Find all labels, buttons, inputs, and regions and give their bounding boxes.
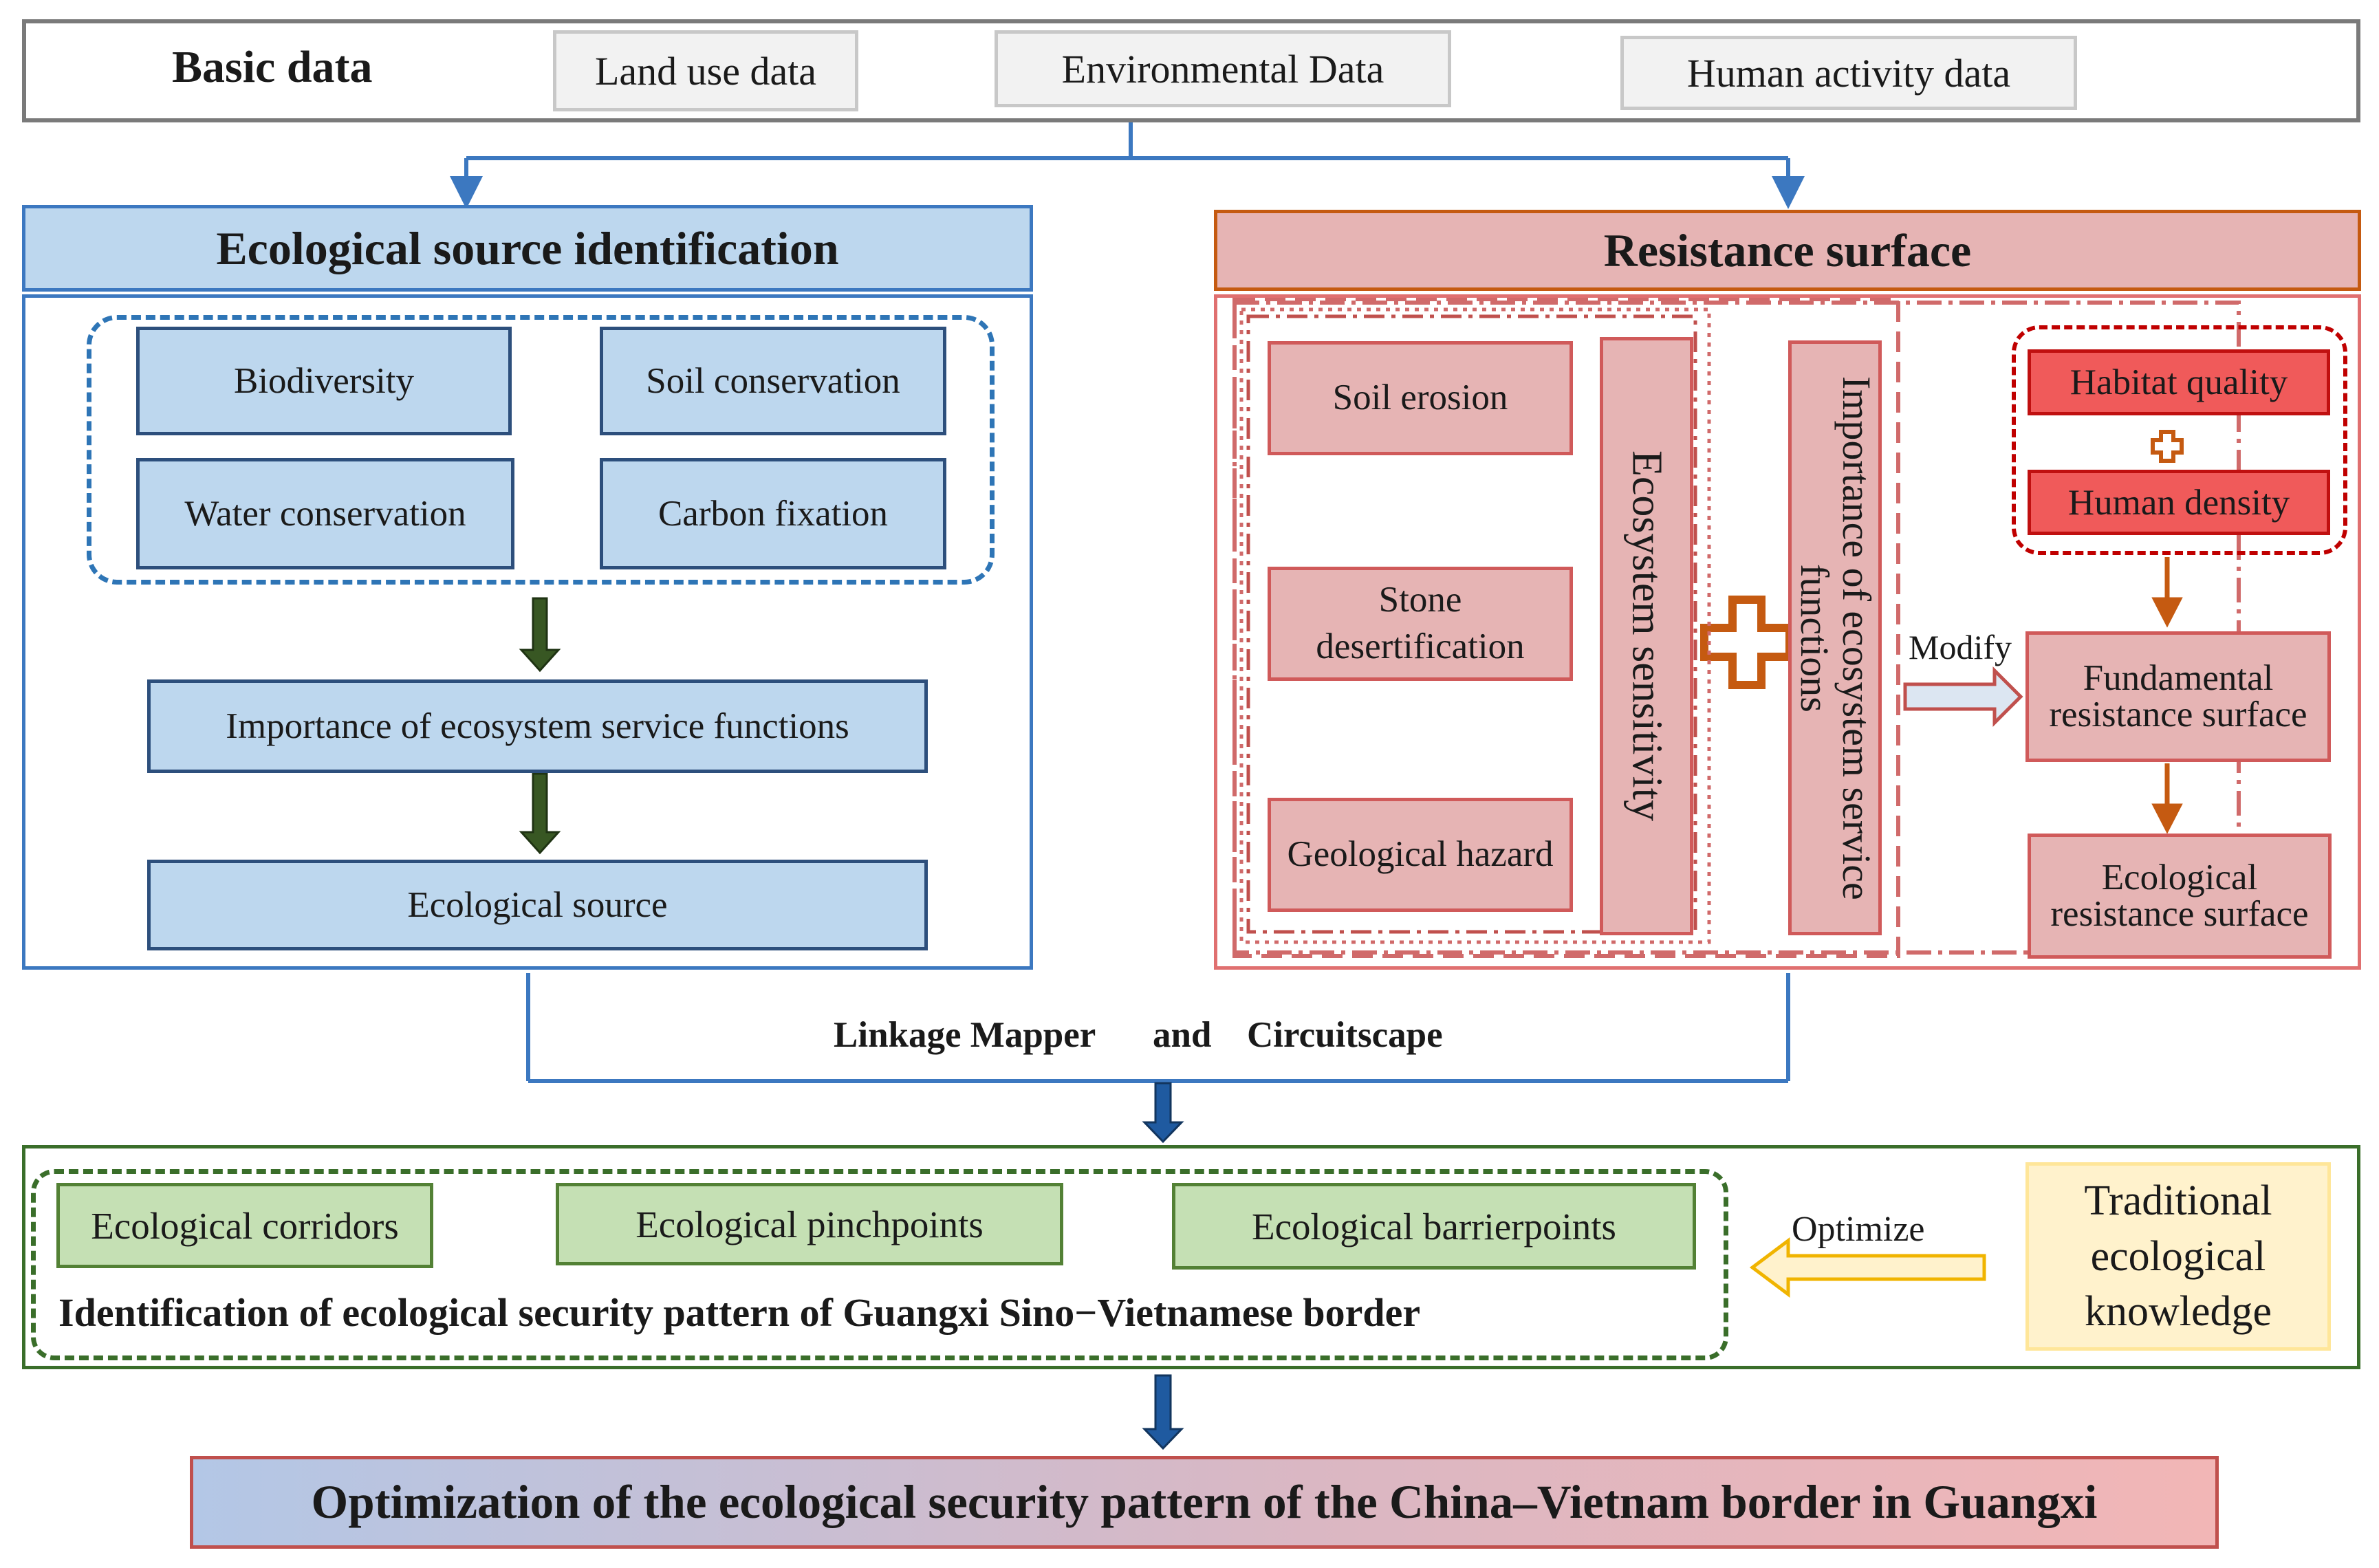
land-use-data-box: Land use data bbox=[553, 30, 858, 111]
navy-down-arrow bbox=[1142, 1082, 1184, 1144]
soil-erosion-box: Soil erosion bbox=[1268, 341, 1573, 455]
green-down-arrow bbox=[519, 772, 561, 855]
basic-split-connector bbox=[450, 122, 1805, 209]
ecological-barrierpoints-box: Ecological barrierpoints bbox=[1172, 1183, 1696, 1270]
green-down-arrow bbox=[519, 597, 561, 673]
basic-data-title: Basic data bbox=[172, 42, 373, 92]
carbon-fixation-box: Carbon fixation bbox=[600, 458, 946, 569]
habitat-human-dashed-border bbox=[2012, 325, 2347, 555]
linkage-mapper-label: Linkage Mapper bbox=[834, 1015, 1096, 1055]
final-optimization-box: Optimization of the ecological security … bbox=[190, 1456, 2219, 1549]
ecological-resistance-surface-box: Ecological resistance surface bbox=[2028, 834, 2332, 959]
plus-icon bbox=[1700, 596, 1794, 689]
fundamental-resistance-surface-box: Fundamental resistance surface bbox=[2025, 631, 2331, 762]
ecological-source-identification-header: Ecological source identification bbox=[22, 205, 1033, 292]
circuitscape-label: Circuitscape bbox=[1247, 1015, 1443, 1055]
linkage-merge-connector bbox=[526, 973, 1790, 1083]
orange-down-arrow bbox=[2151, 557, 2183, 628]
navy-down-arrow bbox=[1142, 1374, 1184, 1450]
ecological-source-panel bbox=[22, 294, 1033, 970]
pattern-identification-title: Identification of ecological security pa… bbox=[58, 1290, 1421, 1335]
modify-arrow bbox=[1903, 666, 2023, 728]
importance-ecosystem-service-vertical-box: Importance of ecosystem service function… bbox=[1788, 340, 1882, 935]
pattern-dashed-border bbox=[31, 1169, 1728, 1360]
soil-conservation-box: Soil conservation bbox=[600, 327, 946, 435]
human-density-box: Human density bbox=[2028, 470, 2330, 535]
importance-ecosystem-service-box: Importance of ecosystem service function… bbox=[147, 679, 928, 773]
water-conservation-box: Water conservation bbox=[136, 458, 514, 569]
resistance-surface-header: Resistance surface bbox=[1214, 210, 2361, 291]
small-plus-icon bbox=[2151, 430, 2184, 463]
basic-data-frame bbox=[22, 19, 2360, 122]
sensitivity-inner-dashdot-border bbox=[1246, 314, 1697, 934]
resistance-surface-panel bbox=[1214, 294, 2361, 970]
human-activity-data-box: Human activity data bbox=[1620, 36, 2077, 110]
indicator-group-dashed-border bbox=[87, 315, 995, 585]
biodiversity-box: Biodiversity bbox=[136, 327, 512, 435]
ecological-pinchpoints-box: Ecological pinchpoints bbox=[556, 1183, 1063, 1265]
ecological-corridors-box: Ecological corridors bbox=[56, 1183, 433, 1268]
stone-desertification-box: Stone desertification bbox=[1268, 567, 1573, 681]
environmental-data-box: Environmental Data bbox=[995, 30, 1451, 107]
optimize-label: Optimize bbox=[1792, 1210, 1925, 1249]
sensitivity-dotted-border bbox=[1239, 307, 1711, 944]
orange-down-arrow bbox=[2151, 763, 2183, 834]
ecological-source-box: Ecological source bbox=[147, 860, 928, 950]
ecosystem-sensitivity-box: Ecosystem sensitivity bbox=[1600, 337, 1693, 935]
geological-hazard-box: Geological hazard bbox=[1268, 798, 1573, 912]
traditional-ecological-knowledge-box: Traditional ecological knowledge bbox=[2025, 1162, 2331, 1351]
modify-label: Modify bbox=[1909, 628, 2012, 666]
linkage-and-label: and bbox=[1153, 1015, 1212, 1055]
optimize-arrow bbox=[1749, 1237, 1986, 1298]
sensitivity-dashdot-border bbox=[1232, 301, 2241, 955]
habitat-quality-box: Habitat quality bbox=[2028, 349, 2330, 415]
pattern-identification-frame bbox=[22, 1145, 2360, 1369]
importance-dashed-border bbox=[1232, 297, 1900, 958]
